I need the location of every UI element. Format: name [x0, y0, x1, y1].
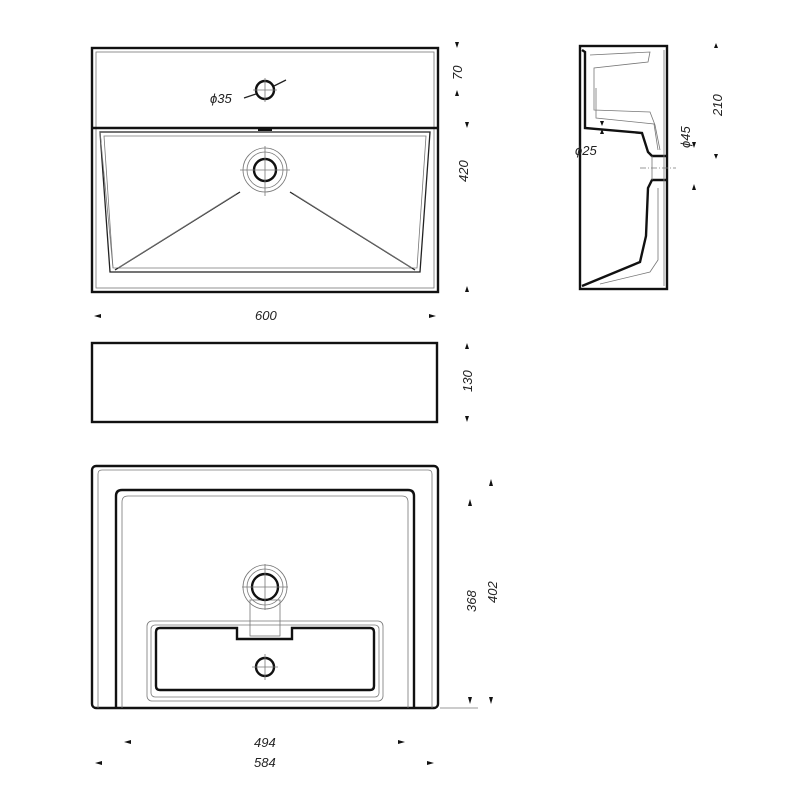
side-height-label: 210: [710, 94, 725, 117]
top-view: ϕ35 70 420 600: [90, 42, 471, 323]
inner-depth-label: 368: [464, 590, 479, 612]
drain-hole: [240, 146, 290, 196]
side-outline: [578, 44, 669, 291]
side-view: ϕ25 ϕ45 210: [575, 43, 725, 291]
bottom-view: 368 402 494 584: [90, 464, 500, 770]
front-view: 130: [90, 341, 475, 424]
inner-width-label: 494: [254, 735, 276, 750]
top-outline: [90, 46, 440, 294]
bowl-depth-label: 420: [456, 160, 471, 182]
overflow-diameter-label: ϕ25: [575, 143, 597, 158]
bottom-outline: [90, 464, 440, 710]
outer-depth-label: 402: [485, 581, 500, 603]
tap-hole: [243, 78, 287, 102]
width-label: 600: [255, 308, 277, 323]
outlet-diameter-label: ϕ45: [678, 126, 693, 148]
bottom-tap-hole: [242, 564, 288, 610]
tap-hole-diameter-label: ϕ35: [210, 91, 232, 106]
outer-width-label: 584: [254, 755, 276, 770]
height-label: 130: [460, 370, 475, 392]
rim-depth-label: 70: [450, 65, 465, 80]
front-outline: [90, 341, 439, 424]
bottom-drain-hole: [252, 654, 278, 680]
